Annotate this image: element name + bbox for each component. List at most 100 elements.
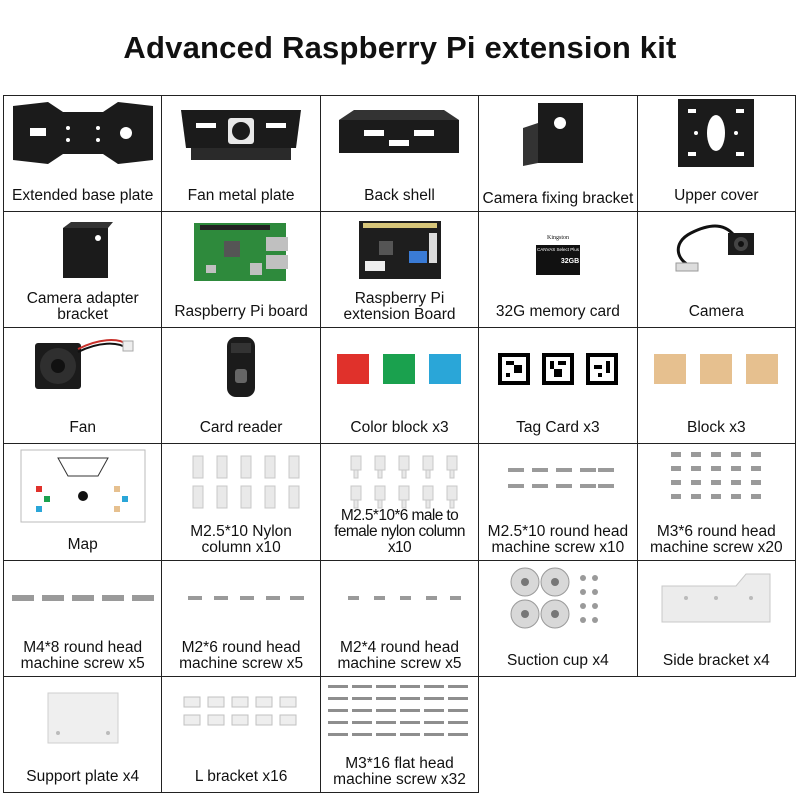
item-tag-card: Tag Card x3 [479,328,638,445]
empty-cell [638,677,796,793]
memory-card-size: 32GB [561,258,579,265]
item-m25-screw: M2.5*10 round head machine screw x10 [479,444,638,561]
item-label: Extended base plate [12,187,154,205]
item-label: Raspberry Pi extension Board [343,290,456,324]
item-label: Block x3 [686,419,746,437]
item-label: Back shell [364,187,435,205]
item-map: Map [4,444,163,561]
item-label: L bracket x16 [194,767,288,785]
item-label: Raspberry Pi board [174,303,308,321]
item-label: Suction cup x4 [507,651,609,669]
item-upper-cover: Upper cover [637,96,796,213]
m2-6-screw-image [162,561,319,635]
item-l-bracket: L bracket x16 [162,676,321,793]
item-label: Support plate x4 [26,767,140,785]
extension-board-image [321,212,478,286]
male-female-column-image [321,444,478,518]
item-label: Camera [688,303,744,321]
back-shell-image [321,96,478,170]
item-suction-cup: Suction cup x4 [479,560,638,677]
m3-screw-image [638,444,795,518]
item-camera: Camera [637,212,796,329]
item-nylon-column: M2.5*10 Nylon column x10 [162,444,321,561]
camera-image [638,212,795,286]
item-label: M4*8 round head machine screw x5 [20,638,145,672]
item-label: M2.5*10 round head machine screw x10 [487,522,629,556]
support-plate-image [4,677,161,757]
item-label: M2*6 round head machine screw x5 [179,638,304,672]
tag-card-2 [541,353,574,386]
item-label: Tag Card x3 [516,419,600,437]
item-label: Fan [69,419,97,437]
item-male-female-nylon-column: M2.5*10*6 male to female nylon column x1… [320,444,480,561]
item-raspberry-pi-extension-board: Raspberry Pi extension Board [320,212,480,329]
item-m3-screw: M3*6 round head machine screw x20 [637,444,796,561]
item-label: Upper cover [674,187,759,205]
parts-grid: Extended base plate Fan metal plate Back… [3,95,796,793]
empty-cell [479,677,637,793]
item-label: Color block x3 [350,419,449,437]
item-extended-base-plate: Extended base plate [4,96,163,213]
m4-screw-image [4,561,161,635]
item-m2-4-screw: M2*4 round head machine screw x5 [320,560,480,677]
side-bracket-image [638,561,795,635]
item-label: Map [67,535,98,553]
nylon-column-image [162,444,319,518]
camera-fixing-bracket-image [479,96,636,170]
red-block [337,354,370,385]
item-label: Camera adapter bracket [26,290,139,324]
item-card-reader: Card reader [162,328,321,445]
item-m4-screw: M4*8 round head machine screw x5 [4,560,163,677]
item-camera-fixing-bracket: Camera fixing bracket [479,96,638,213]
raspberry-pi-board-image [162,212,319,286]
item-color-block: Color block x3 [320,328,480,445]
suction-cup-image [479,561,636,639]
item-label: M3*16 flat head machine screw x32 [333,754,466,788]
memory-card-brand: Kingston [547,235,569,241]
item-raspberry-pi-board: Raspberry Pi board [162,212,321,329]
item-memory-card: Kingston CANVAS Select Plus 32GB 32G mem… [479,212,638,329]
m2-4-screw-image [321,561,478,635]
block-image [638,328,795,402]
fan-metal-plate-image [162,96,319,170]
memory-card-image: Kingston CANVAS Select Plus 32GB [479,212,636,286]
item-label: M2.5*10*6 male to female nylon column x1… [334,506,465,556]
memory-card-text: CANVAS Select Plus [537,247,580,252]
item-fan-metal-plate: Fan metal plate [162,96,321,213]
item-label: 32G memory card [495,303,620,321]
green-block [383,354,416,385]
item-block: Block x3 [637,328,796,445]
camera-adapter-bracket-image [4,212,161,286]
item-label: Side bracket x4 [662,651,770,669]
m25-screw-image [479,444,636,518]
tag-card-1 [497,353,530,386]
item-fan: Fan [4,328,163,445]
item-camera-adapter-bracket: Camera adapter bracket [4,212,163,329]
extended-base-plate-image [4,96,161,170]
block-2 [700,354,733,385]
upper-cover-image [638,96,795,170]
item-label: M2*4 round head machine screw x5 [337,638,462,672]
item-side-bracket: Side bracket x4 [637,560,796,677]
block-1 [654,354,687,385]
item-back-shell: Back shell [320,96,480,213]
item-m2-6-screw: M2*6 round head machine screw x5 [162,560,321,677]
l-bracket-image [162,677,319,751]
fan-image [4,328,161,402]
blue-block [429,354,462,385]
page-title: Advanced Raspberry Pi extension kit [123,30,677,65]
item-support-plate: Support plate x4 [4,676,163,793]
map-image [4,444,161,528]
card-reader-image [162,328,319,402]
item-m3-16-screw: M3*16 flat head machine screw x32 [320,676,480,793]
item-label: Camera fixing bracket [482,190,634,208]
item-label: M2.5*10 Nylon column x10 [190,522,292,556]
m3-16-screw-image [321,677,478,751]
item-label: Fan metal plate [187,187,295,205]
tag-card-3 [585,353,618,386]
tag-card-image [479,328,636,402]
color-block-image [321,328,478,402]
block-3 [746,354,779,385]
item-label: M3*6 round head machine screw x20 [649,522,783,556]
item-label: Card reader [199,419,283,437]
